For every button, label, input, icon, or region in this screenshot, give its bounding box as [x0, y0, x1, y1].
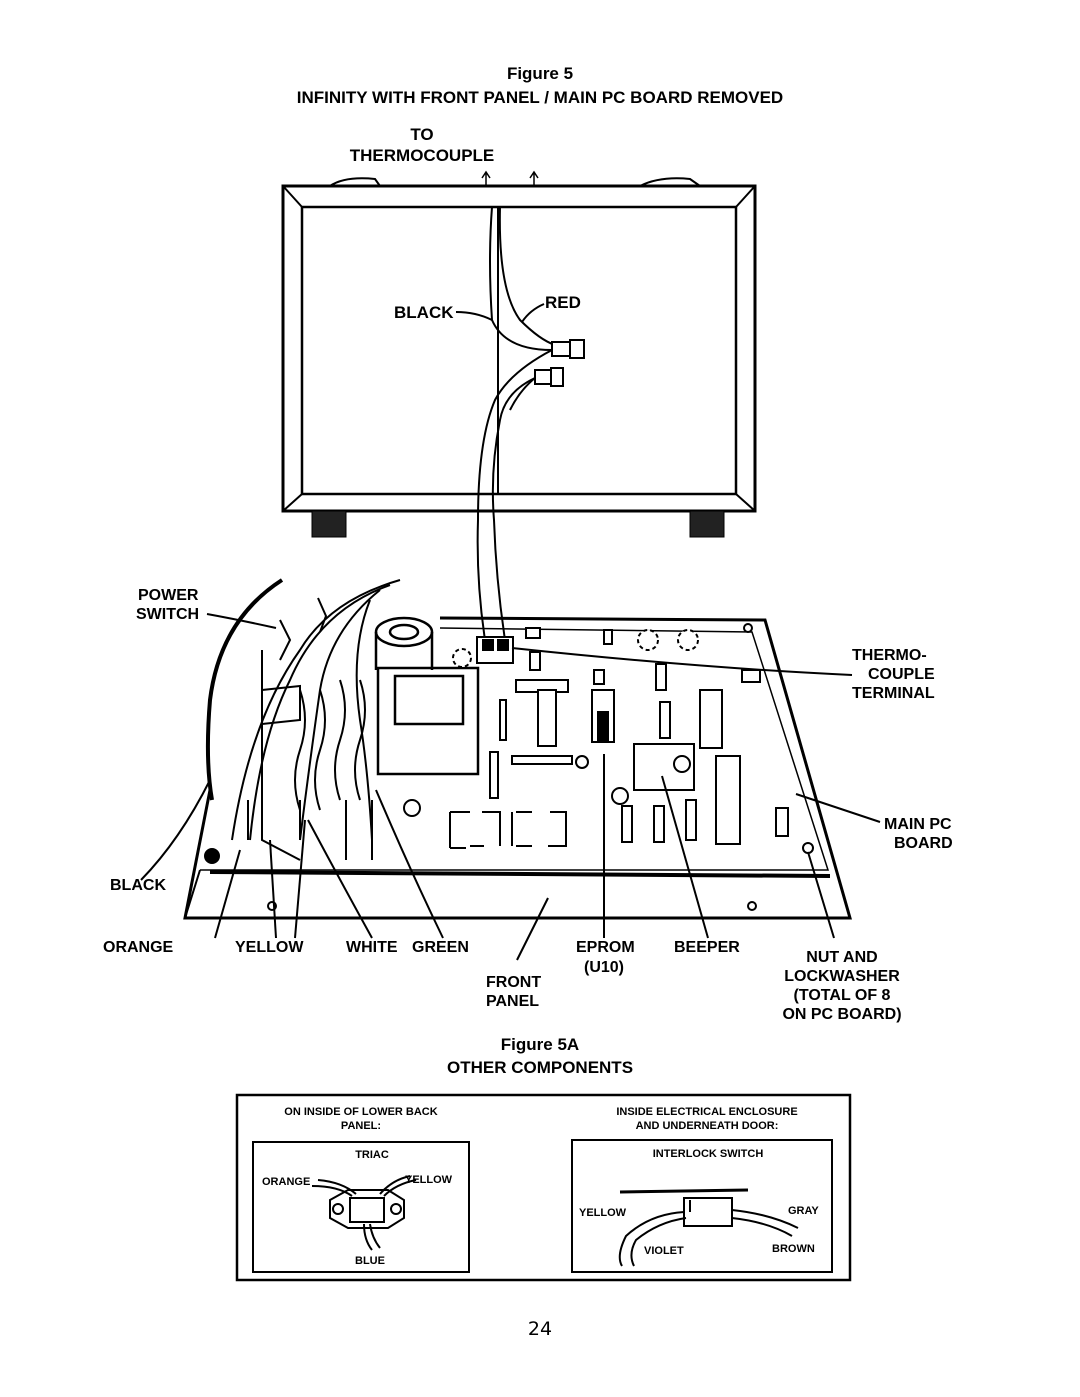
label-yellow: YELLOW	[235, 939, 304, 956]
label-black-top: BLACK	[394, 303, 454, 322]
switch-brown-label: BROWN	[772, 1243, 815, 1255]
figure-5a-frame	[235, 1093, 852, 1282]
label-terminal: TERMINAL	[852, 685, 935, 702]
label-to: TO	[410, 125, 433, 144]
right-box-heading-2: AND UNDERNEATH DOOR:	[636, 1120, 779, 1132]
interlock-switch-label: INTERLOCK SWITCH	[653, 1148, 764, 1160]
label-switch: SWITCH	[136, 606, 199, 623]
thermocouple-connectors	[534, 339, 585, 387]
label-couple: COUPLE	[868, 666, 935, 683]
main-pc-board	[183, 616, 852, 920]
label-on-pc-board: ON PC BOARD)	[782, 1006, 901, 1023]
switch-violet-label: VIOLET	[644, 1245, 684, 1257]
figure-5a-title: OTHER COMPONENTS	[446, 1058, 634, 1077]
thermocouple-terminal	[476, 636, 514, 664]
power-switch-area	[205, 578, 401, 861]
switch-gray-label: GRAY	[788, 1205, 819, 1217]
interlock-switch-drawing	[618, 1188, 799, 1267]
triac-drawing	[311, 1175, 417, 1251]
triac-orange-label: ORANGE	[262, 1176, 310, 1188]
label-main-pc: MAIN PC	[884, 816, 952, 833]
label-green: GREEN	[412, 939, 469, 956]
transformer	[374, 616, 480, 776]
left-box-heading-1: ON INSIDE OF LOWER BACK	[284, 1106, 437, 1118]
label-thermocouple: THERMOCOUPLE	[350, 146, 495, 165]
oven-cabinet	[281, 170, 757, 538]
label-eprom: EPROM	[576, 939, 635, 956]
left-box-heading-2: PANEL:	[341, 1120, 381, 1132]
label-board: BOARD	[894, 835, 953, 852]
label-lockwasher: LOCKWASHER	[784, 968, 900, 985]
label-power: POWER	[138, 587, 199, 604]
leader-lines	[140, 303, 881, 961]
figure-5-title: INFINITY WITH FRONT PANEL / MAIN PC BOAR…	[296, 88, 784, 107]
label-red: RED	[545, 293, 581, 312]
label-front: FRONT	[486, 974, 541, 991]
thermocouple-wires	[476, 206, 556, 641]
label-nut-and: NUT AND	[806, 949, 877, 966]
page-number: 24	[527, 1318, 553, 1340]
label-panel: PANEL	[486, 993, 539, 1010]
label-beeper: BEEPER	[674, 939, 740, 956]
figure-5-label: Figure 5	[506, 64, 574, 83]
right-box-heading-1: INSIDE ELECTRICAL ENCLOSURE	[616, 1106, 797, 1118]
triac-label: TRIAC	[355, 1149, 389, 1161]
label-white: WHITE	[346, 939, 398, 956]
pc-board-components	[204, 623, 814, 911]
label-total: (TOTAL OF 8	[794, 987, 891, 1004]
figure-5a-label: Figure 5A	[500, 1035, 580, 1054]
label-u10: (U10)	[584, 959, 624, 976]
label-orange: ORANGE	[103, 939, 174, 956]
label-black-bottom: BLACK	[110, 877, 166, 894]
switch-yellow-label: YELLOW	[579, 1207, 627, 1219]
label-thermo: THERMO-	[852, 647, 927, 664]
triac-yellow-label: YELLOW	[405, 1174, 453, 1186]
triac-blue-label: BLUE	[355, 1255, 385, 1267]
